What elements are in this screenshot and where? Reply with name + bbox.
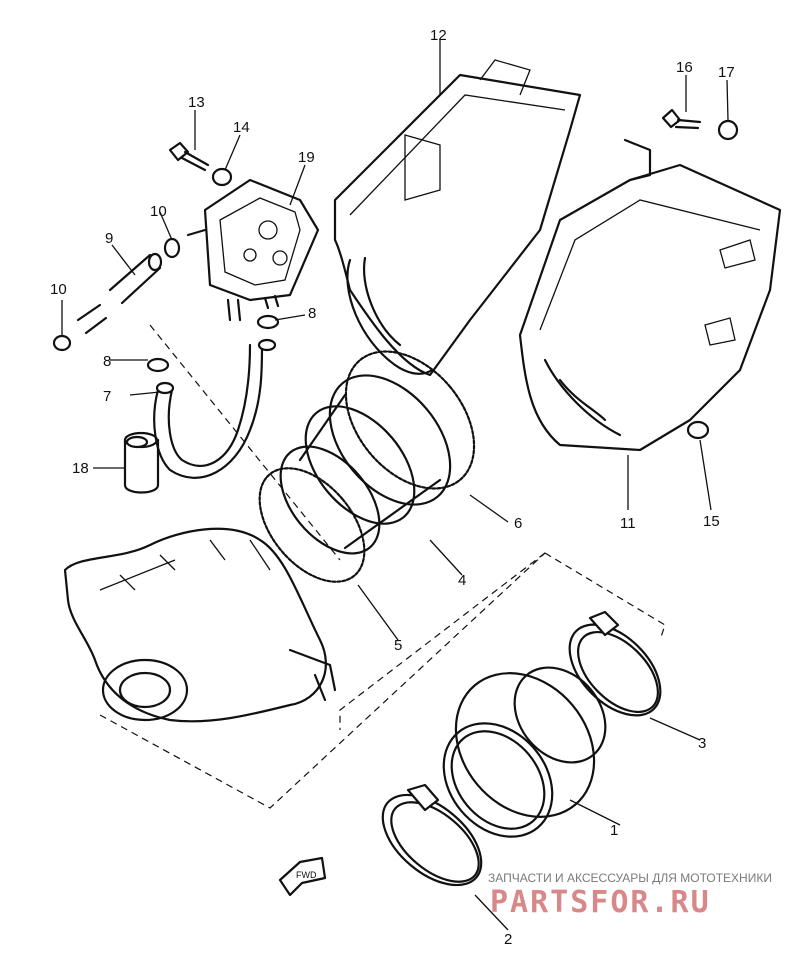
- fwd-label: FWD: [296, 870, 317, 880]
- callout-7: 7: [103, 388, 111, 405]
- leader-lines: [61, 40, 729, 931]
- fwd-arrow-icon: FWD: [278, 856, 327, 897]
- callout-8-left: 8: [103, 353, 111, 370]
- part-10-cap-a: [163, 237, 181, 259]
- part-15-grommet: [686, 420, 710, 440]
- callout-10-upper: 10: [150, 203, 167, 220]
- part-19-unit: [186, 178, 320, 322]
- part-8-clip-b: [256, 314, 280, 330]
- part-11-airbox: [518, 138, 782, 452]
- callout-1: 1: [610, 822, 618, 839]
- part-17-washer: [717, 119, 739, 141]
- part-7-hose: [153, 338, 277, 479]
- part-16-bolt: [661, 108, 702, 130]
- callout-11: 11: [620, 515, 636, 532]
- assembly-frame-lines: [99, 324, 666, 809]
- part-13-bolt: [168, 141, 210, 172]
- watermark-tagline: ЗАПЧАСТИ И АКСЕССУАРЫ ДЛЯ МОТОТЕХНИКИ: [488, 871, 772, 885]
- callout-8-right: 8: [308, 305, 316, 322]
- part-4-boot: [279, 374, 452, 555]
- part-2-clamp: [381, 783, 483, 887]
- callout-16: 16: [676, 59, 693, 76]
- callout-17: 17: [718, 64, 735, 81]
- part-9-hose: [76, 252, 163, 335]
- watermark-logo: PARTSFOR.RU: [490, 885, 711, 920]
- callout-4: 4: [458, 572, 466, 589]
- callout-3: 3: [698, 735, 706, 752]
- part-18: [123, 431, 160, 494]
- part-10-cap-b: [52, 334, 72, 352]
- callout-18: 18: [72, 460, 89, 477]
- engine-outline: [63, 527, 337, 723]
- callout-14: 14: [233, 119, 250, 136]
- part-5-gasket: [258, 467, 366, 583]
- part-12-airbox: [333, 59, 582, 377]
- part-3-clamp: [568, 610, 662, 717]
- callout-19: 19: [298, 149, 315, 166]
- part-14-nut: [211, 167, 233, 187]
- callout-13: 13: [188, 94, 205, 111]
- callout-5: 5: [394, 637, 402, 654]
- callout-6: 6: [514, 515, 522, 532]
- callout-9: 9: [105, 230, 113, 247]
- callout-2: 2: [504, 931, 512, 948]
- part-8-clip-a: [146, 357, 170, 373]
- part-6-gasket: [344, 350, 476, 490]
- callout-15: 15: [703, 513, 720, 530]
- callout-10-lower: 10: [50, 281, 67, 298]
- part-1-joint: [442, 666, 607, 838]
- callout-12: 12: [430, 27, 447, 44]
